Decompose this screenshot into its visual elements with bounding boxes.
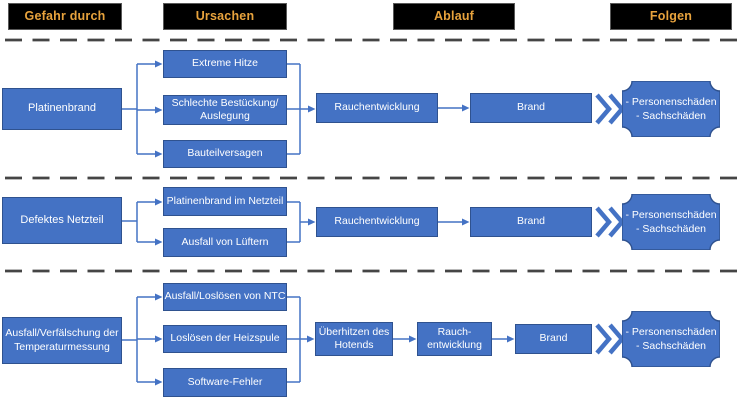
consequence-item: - Personenschäden bbox=[625, 95, 717, 108]
process-box: Brand bbox=[470, 207, 592, 237]
consequences-plaque: - Personenschäden - Sachschäden bbox=[622, 194, 720, 250]
cause-box: Ausfall von Lüftern bbox=[163, 228, 287, 257]
double-chevron-icon bbox=[595, 93, 625, 355]
process-box: Überhitzen des Hotends bbox=[315, 322, 393, 356]
column-header-ursachen: Ursachen bbox=[163, 3, 287, 30]
plaque-shape bbox=[622, 311, 720, 367]
consequences-plaque: - Personenschäden - Sachschäden bbox=[622, 311, 720, 367]
cause-box: Schlechte Bestückung/ Auslegung bbox=[163, 95, 287, 125]
column-header-ablauf: Ablauf bbox=[393, 3, 515, 30]
consequence-item: - Personenschäden bbox=[625, 208, 717, 221]
process-box: Rauch- entwicklung bbox=[417, 322, 492, 356]
plaque-shape bbox=[622, 194, 720, 250]
consequence-item: - Sachschäden bbox=[635, 223, 707, 235]
process-box: Rauchentwicklung bbox=[316, 207, 438, 237]
consequence-item: - Personenschäden bbox=[625, 325, 717, 338]
process-box: Brand bbox=[470, 93, 592, 123]
hazard-box: Ausfall/Verfälschung der Temperaturmessu… bbox=[2, 317, 122, 364]
cause-box: Extreme Hitze bbox=[163, 50, 287, 78]
plaque-shape bbox=[622, 81, 720, 137]
consequence-item: - Sachschäden bbox=[635, 340, 707, 352]
process-box: Rauchentwicklung bbox=[316, 93, 438, 123]
cause-box: Bauteilversagen bbox=[163, 140, 287, 168]
cause-box: Loslösen der Heizspule bbox=[163, 325, 287, 353]
consequence-item: - Sachschäden bbox=[635, 110, 707, 122]
cause-box: Ausfall/Loslösen von NTC bbox=[163, 283, 287, 311]
hazard-box: Platinenbrand bbox=[2, 88, 122, 130]
column-header-gefahr-durch: Gefahr durch bbox=[8, 3, 122, 30]
cause-box: Platinenbrand im Netzteil bbox=[163, 187, 287, 216]
consequences-plaque: - Personenschäden - Sachschäden bbox=[622, 81, 720, 137]
column-header-folgen: Folgen bbox=[610, 3, 732, 30]
hazard-box: Defektes Netzteil bbox=[2, 197, 122, 244]
cause-box: Software-Fehler bbox=[163, 368, 287, 397]
process-box: Brand bbox=[515, 324, 592, 354]
